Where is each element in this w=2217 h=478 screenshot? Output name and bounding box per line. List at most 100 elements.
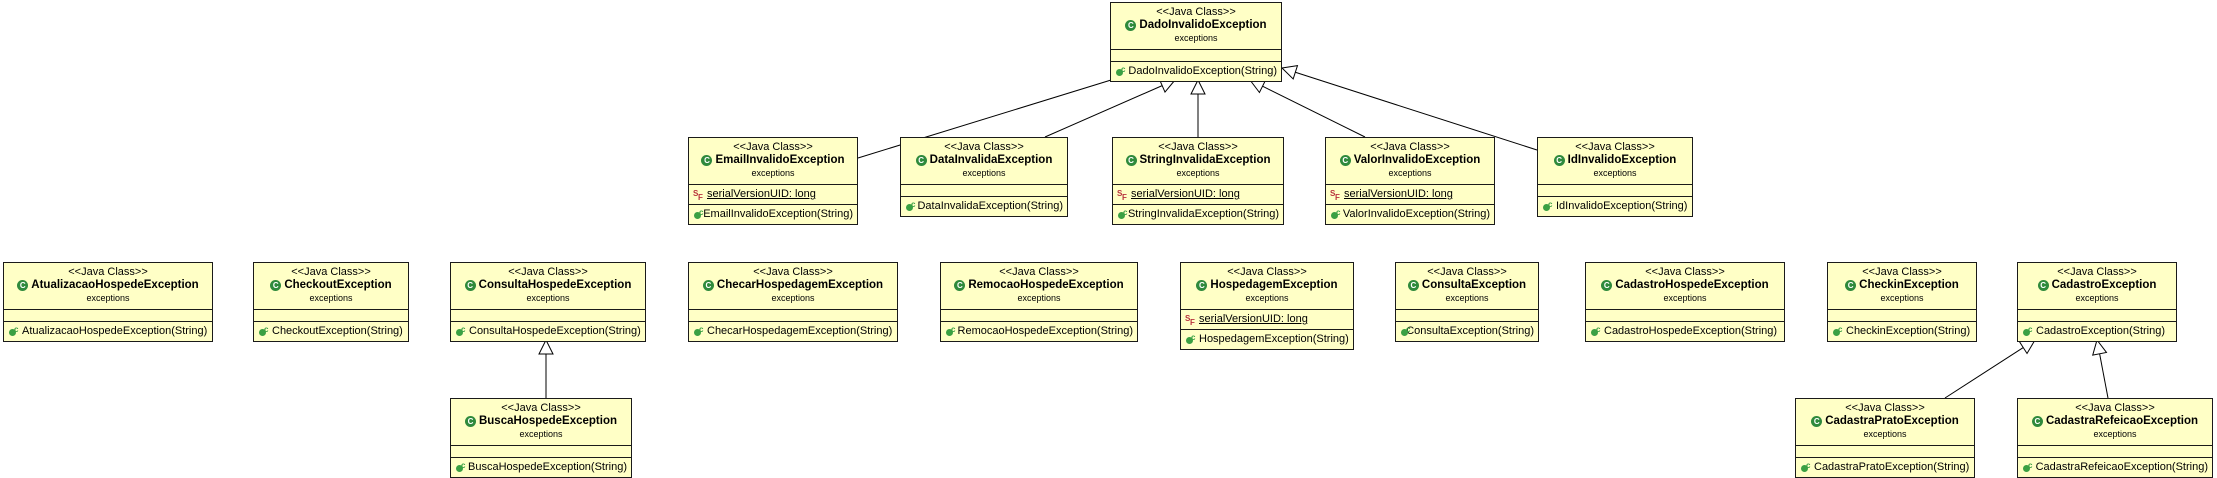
stereotype-label: <<Java Class>> bbox=[1227, 266, 1307, 278]
method-row[interactable]: RemocaoHospedeException(String) bbox=[945, 323, 1133, 338]
methods-section: EmailInvalidoException(String) bbox=[689, 204, 857, 224]
method-text: EmailInvalidoException(String) bbox=[703, 208, 853, 220]
methods-section: IdInvalidoException(String) bbox=[1538, 196, 1692, 216]
field-text: serialVersionUID: long bbox=[1131, 188, 1240, 200]
method-row[interactable]: StringInvalidaException(String) bbox=[1117, 206, 1279, 221]
field-row[interactable]: serialVersionUID: long bbox=[693, 187, 853, 204]
stereotype-label: <<Java Class>> bbox=[1158, 141, 1238, 153]
method-row[interactable]: CadastraRefeicaoException(String) bbox=[2022, 459, 2208, 474]
class-name: CadastroException bbox=[2051, 279, 2157, 291]
class-name: ConsultaHospedeException bbox=[478, 279, 632, 291]
method-row[interactable]: BuscaHospedeException(String) bbox=[455, 459, 627, 474]
method-row[interactable]: ConsultaHospedeException(String) bbox=[455, 323, 641, 338]
class-icon: C bbox=[270, 280, 282, 291]
method-row[interactable]: DataInvalidaException(String) bbox=[905, 198, 1063, 213]
package-label: exceptions bbox=[1017, 293, 1061, 303]
field-text: serialVersionUID: long bbox=[1199, 313, 1308, 325]
class-name: CheckinException bbox=[1859, 279, 1959, 291]
fields-section bbox=[254, 309, 408, 321]
class-icon: C bbox=[1601, 280, 1613, 291]
method-row[interactable]: AtualizacaoHospedeException(String) bbox=[8, 323, 208, 338]
static-final-field-icon bbox=[693, 187, 704, 204]
class-icon: C bbox=[1196, 280, 1208, 291]
method-row[interactable]: EmailInvalidoException(String) bbox=[693, 206, 853, 221]
class-name: HospedagemException bbox=[1210, 279, 1338, 291]
method-row[interactable]: IdInvalidoException(String) bbox=[1542, 198, 1688, 213]
class-icon: C bbox=[464, 280, 476, 291]
class-icon: C bbox=[701, 155, 713, 166]
stereotype-label: <<Java Class>> bbox=[753, 266, 833, 278]
fields-section: serialVersionUID: long bbox=[689, 184, 857, 204]
package-label: exceptions bbox=[1245, 293, 1289, 303]
stereotype-label: <<Java Class>> bbox=[733, 141, 813, 153]
method-row[interactable]: CheckoutException(String) bbox=[258, 323, 404, 338]
stereotype-label: <<Java Class>> bbox=[291, 266, 371, 278]
package-label: exceptions bbox=[962, 168, 1006, 178]
method-text: ConsultaException(String) bbox=[1406, 325, 1534, 337]
method-row[interactable]: ValorInvalidoException(String) bbox=[1330, 206, 1490, 221]
methods-section: CadastroHospedeException(String) bbox=[1586, 321, 1784, 341]
method-row[interactable]: CadastraPratoException(String) bbox=[1800, 459, 1970, 474]
methods-section: ConsultaException(String) bbox=[1396, 321, 1538, 341]
stereotype-label: <<Java Class>> bbox=[999, 266, 1079, 278]
method-row[interactable]: ChecarHospedagemException(String) bbox=[693, 323, 893, 338]
class-icon: C bbox=[1339, 155, 1351, 166]
fields-section bbox=[1586, 309, 1784, 321]
field-row[interactable]: serialVersionUID: long bbox=[1117, 187, 1279, 204]
fields-section: serialVersionUID: long bbox=[1181, 309, 1353, 329]
methods-section: CadastraPratoException(String) bbox=[1796, 457, 1974, 477]
class-name: ChecarHospedagemException bbox=[716, 279, 884, 291]
package-label: exceptions bbox=[526, 293, 570, 303]
stereotype-label: <<Java Class>> bbox=[2057, 266, 2137, 278]
method-row[interactable]: CadastroException(String) bbox=[2022, 323, 2172, 338]
class-name: RemocaoHospedeException bbox=[968, 279, 1124, 291]
method-text: CadastroException(String) bbox=[2036, 325, 2166, 337]
method-row[interactable]: CadastroHospedeException(String) bbox=[1590, 323, 1780, 338]
field-row[interactable]: serialVersionUID: long bbox=[1330, 187, 1490, 204]
stereotype-label: <<Java Class>> bbox=[1427, 266, 1507, 278]
stereotype-label: <<Java Class>> bbox=[2075, 402, 2155, 414]
field-row[interactable]: serialVersionUID: long bbox=[1185, 312, 1349, 329]
methods-section: RemocaoHospedeException(String) bbox=[941, 321, 1137, 341]
method-row[interactable]: CheckinException(String) bbox=[1832, 323, 1972, 338]
methods-section: CheckinException(String) bbox=[1828, 321, 1976, 341]
package-label: exceptions bbox=[1174, 33, 1218, 43]
method-row[interactable]: ConsultaException(String) bbox=[1400, 323, 1534, 338]
method-row[interactable]: HospedagemException(String) bbox=[1185, 331, 1349, 346]
method-row[interactable]: DadoInvalidoException(String) bbox=[1115, 63, 1277, 78]
constructor-icon bbox=[1117, 206, 1127, 220]
